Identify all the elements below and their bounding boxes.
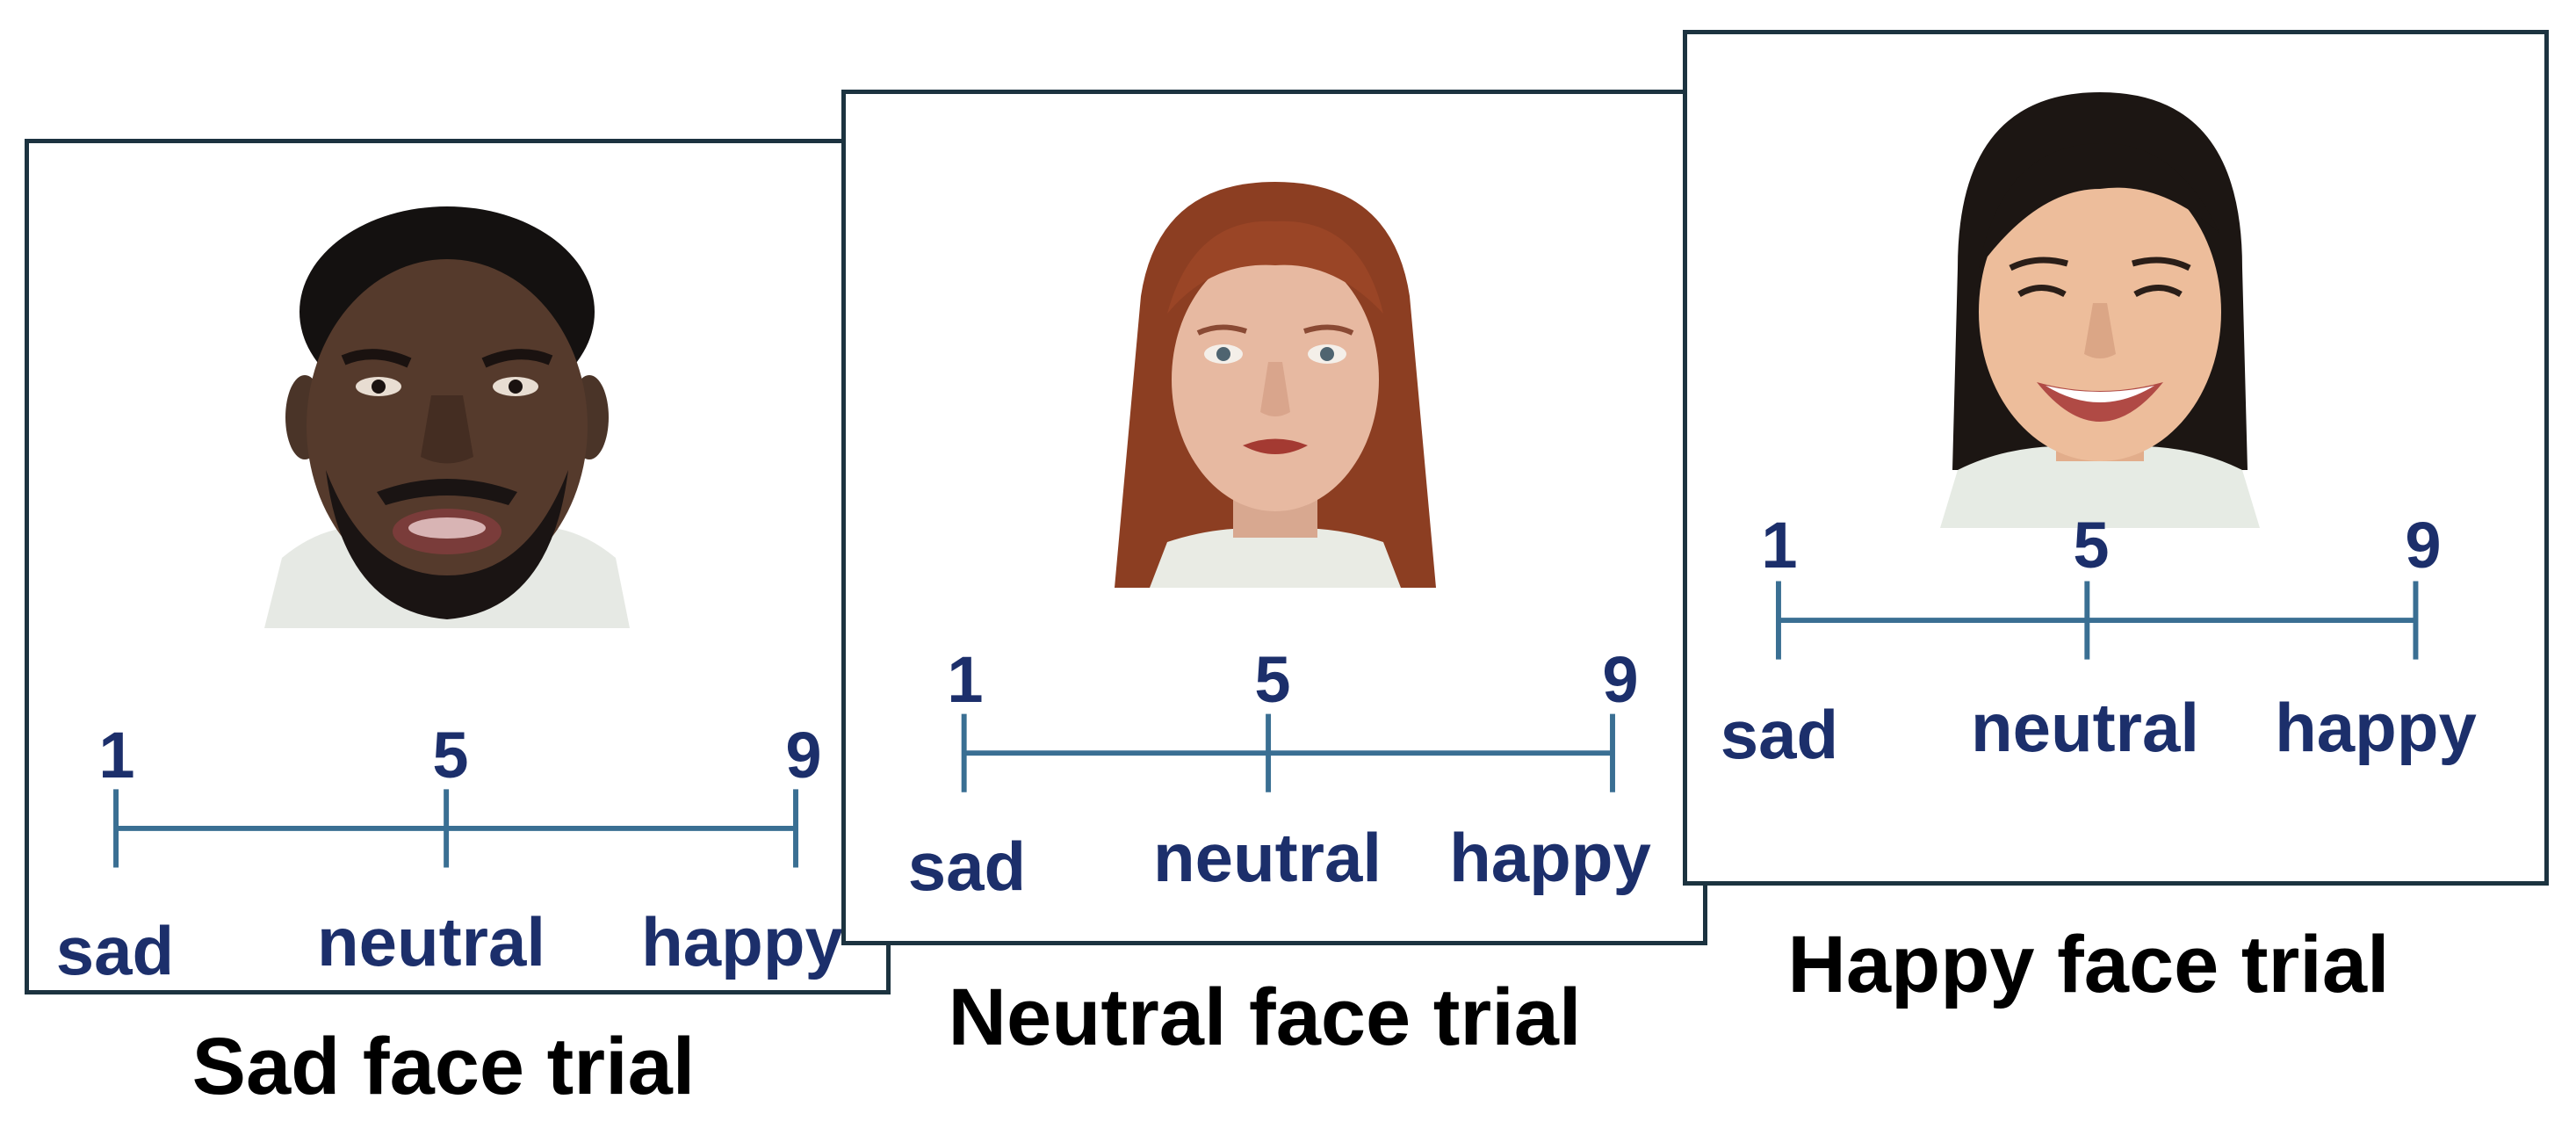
neutral-face-trial-panel: 1 5 9 sad neutral happy xyxy=(841,90,1707,945)
sad-face-trial-panel: 1 5 9 sad neutral happy xyxy=(25,139,891,994)
scale-label-sad: sad xyxy=(1720,696,1839,773)
scale-number-1: 1 xyxy=(947,643,984,716)
scale-number-9: 9 xyxy=(785,719,822,792)
scale-number-9: 9 xyxy=(2405,509,2442,582)
happy-face-icon xyxy=(1940,92,2260,528)
sad-face-trial-caption: Sad face trial xyxy=(191,1022,696,1111)
scale-number-5: 5 xyxy=(432,719,469,792)
scale-label-happy: happy xyxy=(1449,819,1651,896)
scale-label-neutral: neutral xyxy=(1970,689,2200,766)
scale-label-happy: happy xyxy=(641,903,843,980)
scale-number-1: 1 xyxy=(98,719,135,792)
neutral-face-icon xyxy=(1115,182,1436,588)
scale-label-happy: happy xyxy=(2275,689,2477,766)
scale-label-neutral: neutral xyxy=(316,903,546,980)
scale-label-neutral: neutral xyxy=(1152,819,1382,896)
sad-face-icon xyxy=(264,206,630,628)
scale-number-1: 1 xyxy=(1761,509,1798,582)
happy-face-trial-caption: Happy face trial xyxy=(1787,920,2390,1009)
happy-face-trial-panel: 1 5 9 sad neutral happy xyxy=(1683,30,2549,886)
scale-number-5: 5 xyxy=(1254,643,1291,716)
scale-label-sad: sad xyxy=(907,828,1027,905)
scale-label-sad: sad xyxy=(55,912,175,989)
scale-number-5: 5 xyxy=(2073,509,2110,582)
neutral-face-trial-caption: Neutral face trial xyxy=(948,973,1582,1062)
scale-number-9: 9 xyxy=(1602,643,1639,716)
